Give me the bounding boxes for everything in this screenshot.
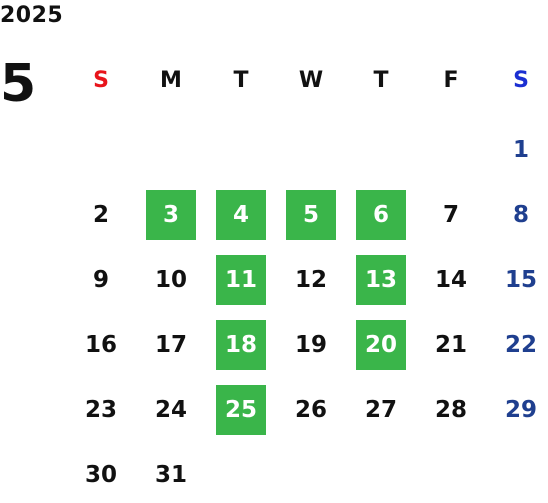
day-cell-5[interactable]: 5	[286, 190, 336, 240]
day-cell-24[interactable]: 24	[154, 397, 187, 423]
month-label: 5	[0, 54, 37, 114]
day-cell-4[interactable]: 4	[216, 190, 266, 240]
day-cell-8[interactable]: 8	[512, 202, 529, 228]
weekday-header-4: T	[373, 68, 389, 93]
day-cell-26[interactable]: 26	[294, 397, 327, 423]
day-cell-31[interactable]: 31	[154, 462, 187, 488]
day-cell-28[interactable]: 28	[434, 397, 467, 423]
day-cell-22[interactable]: 22	[504, 332, 537, 358]
weekday-header-5: F	[443, 68, 459, 93]
day-cell-3[interactable]: 3	[146, 190, 196, 240]
day-cell-23[interactable]: 23	[84, 397, 117, 423]
weekday-header-6: S	[513, 68, 529, 93]
day-cell-11[interactable]: 11	[216, 255, 266, 305]
day-cell-15[interactable]: 15	[504, 267, 537, 293]
day-cell-19[interactable]: 19	[294, 332, 327, 358]
day-cell-9[interactable]: 9	[92, 267, 109, 293]
day-cell-2[interactable]: 2	[92, 202, 109, 228]
weekday-header-1: M	[160, 68, 182, 93]
weekday-header-3: W	[298, 68, 324, 93]
day-cell-21[interactable]: 21	[434, 332, 467, 358]
day-cell-27[interactable]: 27	[364, 397, 397, 423]
day-cell-6[interactable]: 6	[356, 190, 406, 240]
day-cell-30[interactable]: 30	[84, 462, 117, 488]
day-cell-14[interactable]: 14	[434, 267, 467, 293]
day-cell-18[interactable]: 18	[216, 320, 266, 370]
day-cell-10[interactable]: 10	[154, 267, 187, 293]
day-cell-7[interactable]: 7	[442, 202, 459, 228]
day-cell-16[interactable]: 16	[84, 332, 117, 358]
day-cell-17[interactable]: 17	[154, 332, 187, 358]
day-cell-20[interactable]: 20	[356, 320, 406, 370]
day-cell-12[interactable]: 12	[294, 267, 327, 293]
year-label: 2025	[0, 3, 64, 28]
weekday-header-0: S	[93, 68, 109, 93]
weekday-header-2: T	[233, 68, 249, 93]
day-cell-13[interactable]: 13	[356, 255, 406, 305]
day-cell-29[interactable]: 29	[504, 397, 537, 423]
day-cell-25[interactable]: 25	[216, 385, 266, 435]
day-cell-1[interactable]: 1	[512, 137, 529, 163]
